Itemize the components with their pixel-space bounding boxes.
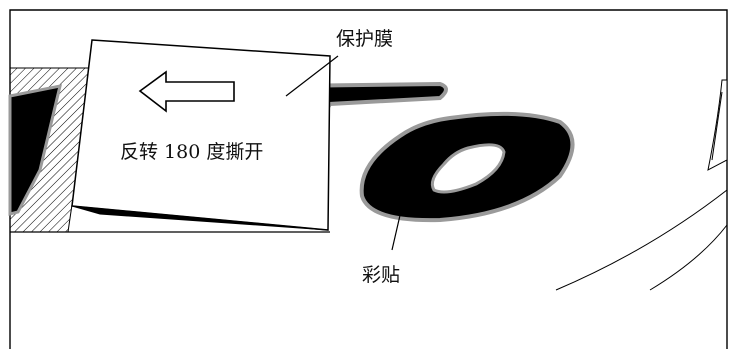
protective-film-sheet [71, 39, 331, 231]
body-contour-curve-1 [555, 189, 728, 291]
protective-film-label: 保护膜 [336, 28, 394, 50]
body-contour-curve-2 [649, 224, 728, 291]
leader-line-decal [391, 197, 405, 251]
leader-line-film [285, 55, 339, 97]
decal-letter-o-hole [430, 143, 506, 194]
body-contour-line [711, 91, 723, 161]
decal-label: 彩贴 [362, 264, 401, 286]
peel-direction-arrow-icon [138, 70, 235, 113]
decal-letter-left [8, 84, 63, 216]
protective-film-fold [71, 205, 329, 231]
peel-instruction-label: 反转 180 度撕开 [120, 141, 264, 163]
